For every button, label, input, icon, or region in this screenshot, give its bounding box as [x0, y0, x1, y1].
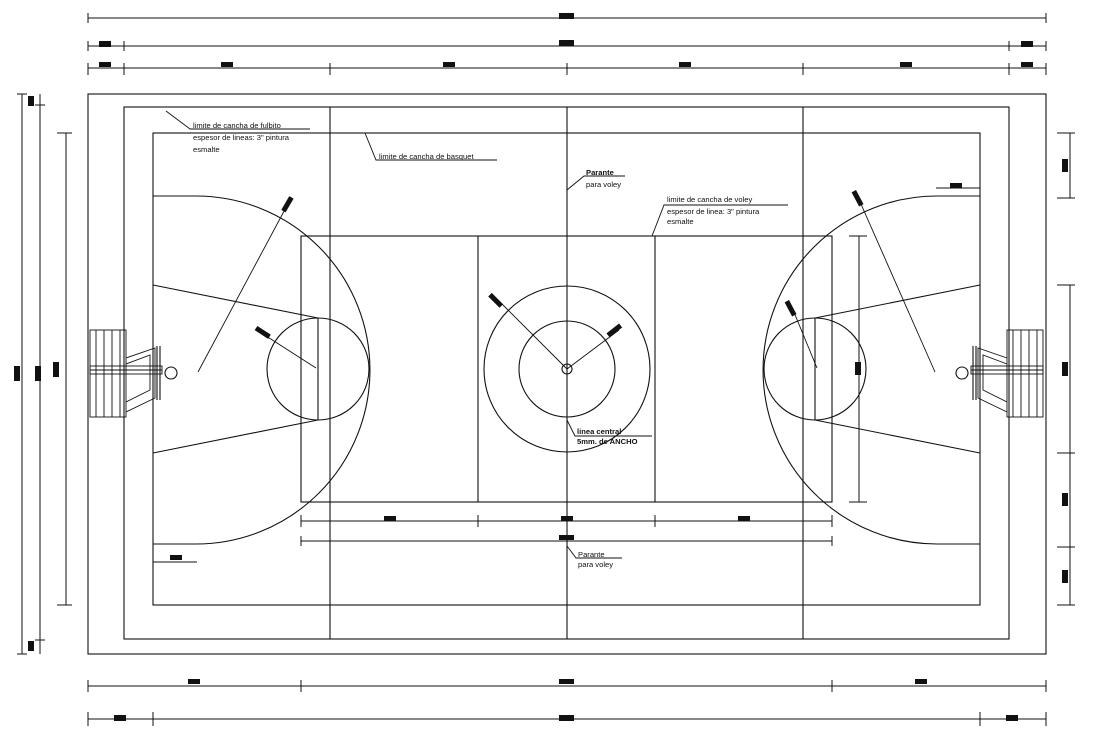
dimension-value-mark [170, 555, 182, 560]
right-dimension-lines [1057, 132, 1075, 606]
dimension-value-mark [1006, 715, 1018, 721]
left-key-bottom-line [152, 419, 319, 454]
parante-top-label: Parante [586, 168, 614, 177]
dimension-value-mark [950, 183, 962, 188]
dimension-value-mark [559, 715, 574, 721]
radius-value-mark [488, 292, 504, 308]
voley-limit-label: limite de cancha de voley [667, 195, 752, 204]
right-key-bottom-line [814, 419, 981, 454]
voley-spec-label: espesor de linea: 3" pintura [667, 207, 760, 216]
fulbito-spec-label: espesor de lineas: 3" pintura [193, 133, 290, 142]
dimension-value-mark [28, 96, 34, 106]
parante-bottom-label-2: para voley [578, 560, 613, 569]
dimension-value-mark [443, 62, 455, 67]
dimension-value-mark [559, 535, 574, 540]
dimension-value-mark [559, 679, 574, 684]
center-circles [483, 285, 651, 453]
right-basket-half [762, 183, 981, 545]
bottom-dimension-lines [87, 679, 1047, 726]
dimension-value-mark [559, 40, 574, 46]
basquet-limit-label: limite de cancha de basquet [379, 152, 474, 161]
dimension-value-mark [28, 641, 34, 651]
dimension-value-mark [855, 362, 861, 375]
center-inner-circle [518, 320, 616, 418]
outer-platform-border [87, 93, 1047, 655]
dimension-value-mark [53, 362, 59, 377]
dimension-value-mark [114, 715, 126, 721]
radius-value-mark [281, 196, 294, 213]
dimension-value-mark [1062, 493, 1068, 506]
dimension-value-mark [1062, 570, 1068, 583]
fulbito-limit-label: limite de cancha de fulbito [193, 121, 281, 130]
top-dimension-lines [87, 13, 1047, 75]
dimension-value-mark [188, 679, 200, 684]
court-outlines [87, 93, 1047, 655]
radius-value-mark [606, 323, 623, 338]
right-hoop [955, 366, 969, 380]
dimension-value-mark [99, 62, 111, 67]
left-free-throw-arc-outer [317, 317, 370, 421]
center-line-label: linea central [577, 427, 621, 436]
radius-value-mark [784, 299, 797, 317]
right-free-throw-arc-inner [814, 317, 867, 421]
parante-bottom-label: Parante [578, 550, 605, 559]
dimension-value-mark [1021, 41, 1033, 47]
annotation-texts: limite de cancha de fulbito espesor de l… [193, 121, 760, 569]
dimension-value-mark [559, 13, 574, 19]
right-key-top-line [814, 284, 981, 319]
parante-top-label-2: para voley [586, 180, 621, 189]
right-free-throw-arc-outer [763, 317, 816, 421]
dimension-value-mark [35, 366, 41, 381]
dimension-value-mark [14, 366, 20, 381]
annotation-leaders [165, 110, 788, 559]
dimension-value-mark [221, 62, 233, 67]
dimension-value-mark [915, 679, 927, 684]
radius-value-mark [851, 189, 864, 207]
dimension-value-mark [738, 516, 750, 521]
dimension-value-mark [384, 516, 396, 521]
voley-dimension-lines [300, 515, 833, 546]
voley-spec-label-2: esmalte [667, 217, 694, 226]
dimension-value-mark [679, 62, 691, 67]
dimension-value-mark [561, 516, 573, 521]
dimension-value-mark [1021, 62, 1033, 67]
left-hoop [164, 366, 178, 380]
right-three-point-line [762, 195, 980, 545]
fulbito-spec-label-2: esmalte [193, 145, 220, 154]
dimension-value-mark [1062, 362, 1068, 376]
center-line-width-label: 5mm. de ANCHO [577, 437, 638, 446]
left-dimension-lines [14, 93, 72, 655]
left-free-throw-arc-inner [266, 317, 319, 421]
dimension-value-mark [900, 62, 912, 67]
dimension-value-mark [99, 41, 111, 47]
center-spot [561, 363, 573, 375]
center-outer-circle [483, 285, 651, 453]
left-backboard-structure [89, 329, 178, 418]
left-basket-half [152, 195, 371, 566]
radius-value-mark [254, 325, 271, 339]
right-backboard-structure [955, 329, 1044, 418]
left-three-point-line [153, 195, 371, 545]
dimension-value-mark [1062, 159, 1068, 172]
